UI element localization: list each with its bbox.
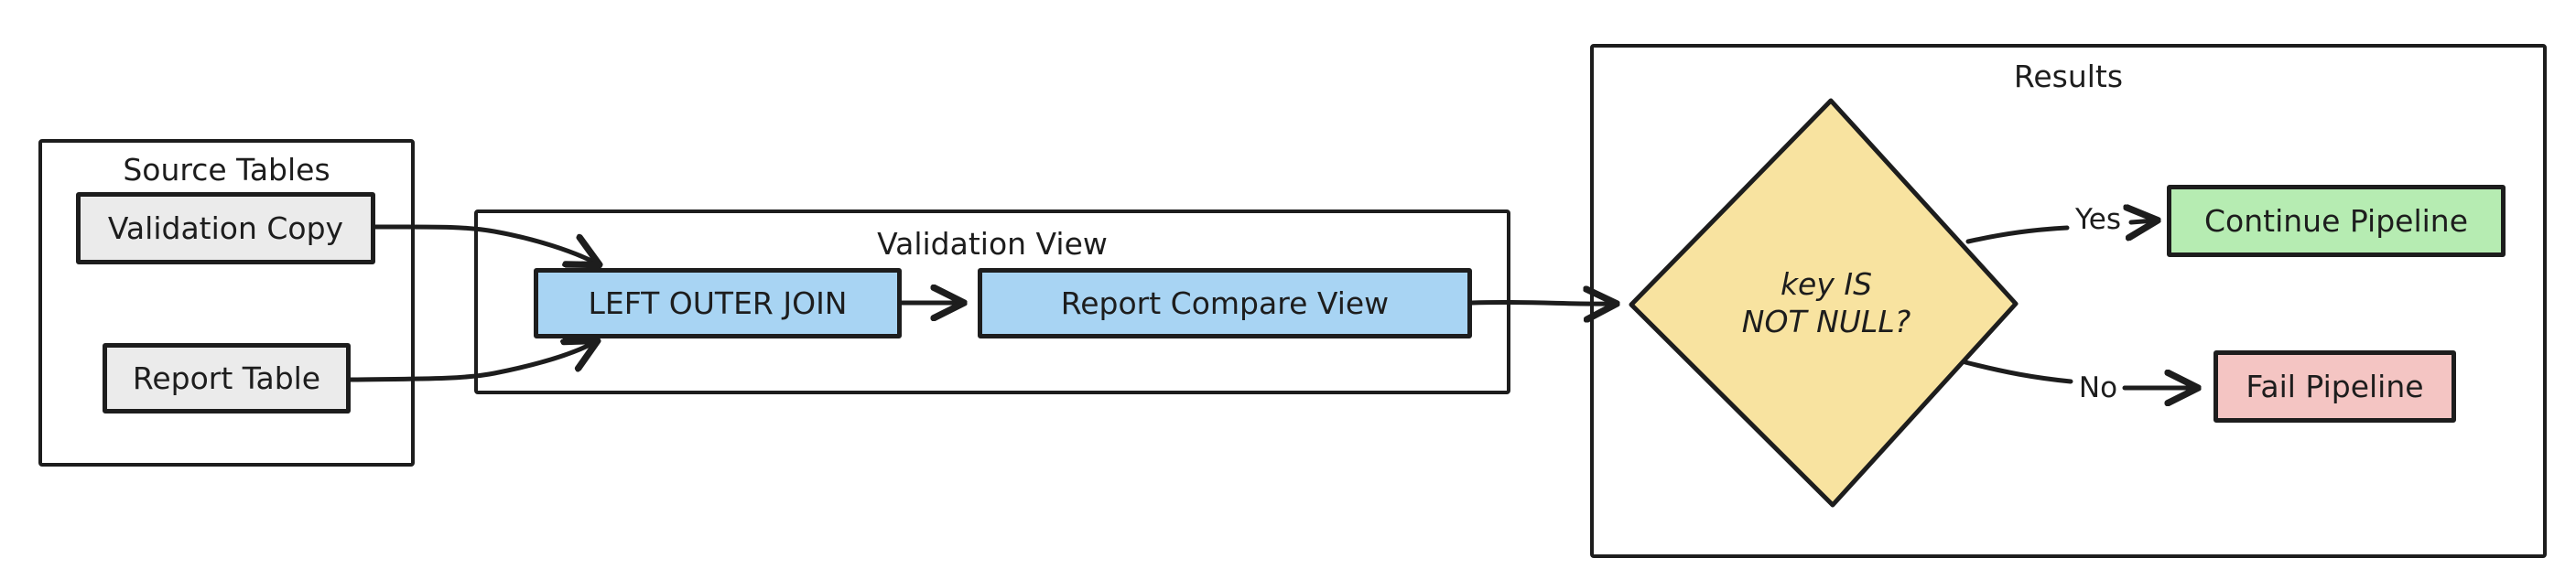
left-outer-join-label: LEFT OUTER JOIN <box>588 285 848 321</box>
decision-line-2: NOT NULL? <box>1741 304 1911 339</box>
results-group: Results <box>1590 44 2547 558</box>
continue-pipeline-node: Continue Pipeline <box>2167 185 2506 257</box>
validation-view-title: Validation View <box>877 226 1108 262</box>
results-title: Results <box>2013 59 2124 94</box>
report-table-node: Report Table <box>103 343 351 414</box>
fail-pipeline-node: Fail Pipeline <box>2213 350 2456 423</box>
validation-view-group: Validation View <box>474 209 1510 394</box>
source-tables-group: Source Tables <box>38 139 415 467</box>
yes-branch-label: Yes <box>2074 203 2122 236</box>
source-tables-title: Source Tables <box>123 152 330 188</box>
decision-line-1: key IS <box>1780 266 1873 302</box>
validation-copy-label: Validation Copy <box>107 210 344 246</box>
fail-pipeline-label: Fail Pipeline <box>2246 369 2424 404</box>
report-compare-view-node: Report Compare View <box>978 268 1472 338</box>
continue-pipeline-label: Continue Pipeline <box>2203 203 2469 239</box>
no-branch-label: No <box>2078 371 2118 404</box>
decision-diamond-label: key IS NOT NULL? <box>1689 265 1964 340</box>
left-outer-join-node: LEFT OUTER JOIN <box>534 268 902 338</box>
report-table-label: Report Table <box>132 360 321 396</box>
validation-copy-node: Validation Copy <box>76 192 375 264</box>
report-compare-view-label: Report Compare View <box>1060 285 1390 321</box>
